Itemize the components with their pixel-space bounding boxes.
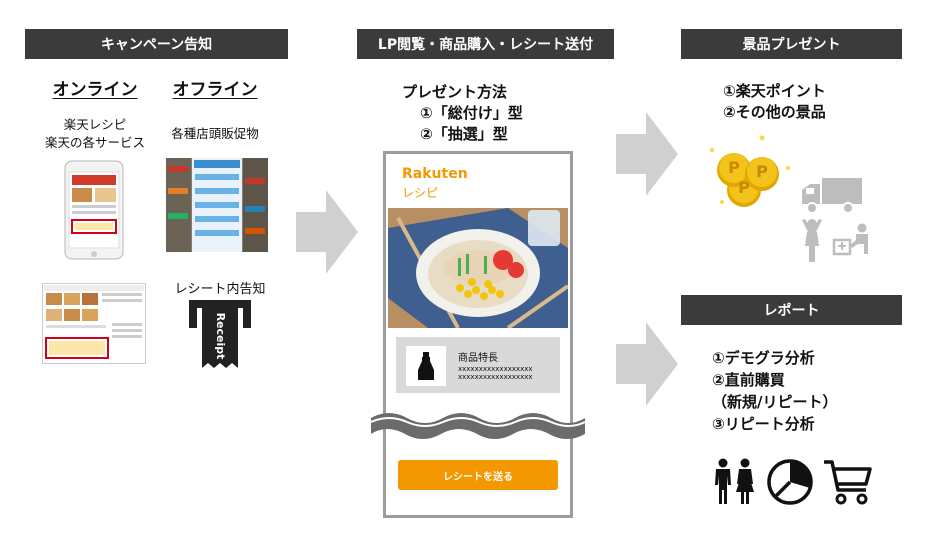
offline-title: オフライン [172, 80, 258, 100]
receipt-notice-label: レシート内告知 [174, 282, 266, 297]
header-prize: 景品プレゼント [681, 29, 902, 59]
arrow-right-icon [296, 190, 358, 274]
online-desc-2: 楽天の各サービス [44, 135, 145, 150]
online-desc-1: 楽天レシピ [63, 117, 127, 132]
header-campaign: キャンペーン告知 [25, 29, 288, 59]
shopping-cart-icon [824, 460, 872, 505]
send-receipt-button[interactable]: レシートを送る [398, 460, 558, 490]
point-coins-icon: P P P [710, 135, 790, 207]
prize-item-1: ①楽天ポイント [723, 82, 826, 100]
arrow-right-icon [616, 322, 678, 406]
present-method-title: プレゼント方法 [402, 83, 508, 101]
wave-divider [371, 413, 585, 439]
rakuten-logo-sub: レシピ [402, 186, 439, 200]
receipt-icon-text: Receipt [214, 313, 227, 360]
food-photo [388, 208, 568, 328]
product-feature-text-1: xxxxxxxxxxxxxxxxxx [458, 365, 533, 373]
delivery-truck-icon [802, 178, 862, 214]
report-item-2: ②直前購買 [712, 371, 785, 389]
rakuten-logo: Rakuten [402, 166, 468, 182]
smartphone-image [64, 160, 124, 260]
present-method-1: ①「総付け」型 [420, 104, 523, 122]
coin-letter: P [728, 158, 740, 177]
coin-letter: P [756, 162, 768, 181]
soy-sauce-bottle-icon [418, 352, 434, 380]
report-item-3: ③リピート分析 [712, 415, 815, 433]
report-item-1: ①デモグラ分析 [712, 349, 815, 367]
present-method-2: ②「抽選」型 [420, 125, 508, 143]
pie-chart-icon [767, 459, 813, 505]
arrow-right-icon [616, 112, 678, 196]
landing-page-mockup: Rakuten レシピ 商品特長 xxxx [371, 151, 585, 518]
receipt-icon: Receipt [189, 300, 251, 368]
report-item-2b: （新規/リピート） [712, 393, 838, 411]
offline-desc: 各種店頭販促物 [171, 126, 259, 141]
product-feature-box: 商品特長 xxxxxxxxxxxxxxxxxx xxxxxxxxxxxxxxxx… [396, 337, 560, 393]
online-title: オンライン [52, 80, 138, 100]
people-icon [715, 458, 754, 504]
store-shelf-photo [166, 158, 268, 252]
header-lp: LP閲覧・商品購入・レシート送付 [357, 29, 614, 59]
web-page-screenshot [42, 283, 146, 364]
coin-letter: P [738, 178, 750, 197]
header-report: レポート [681, 295, 902, 325]
product-feature-text-2: xxxxxxxxxxxxxxxxxx [458, 373, 533, 381]
person-receiving-gift-icon [802, 219, 868, 262]
prize-item-2: ②その他の景品 [723, 103, 826, 121]
product-thumbnail [406, 346, 446, 386]
product-feature-label: 商品特長 [458, 353, 498, 364]
